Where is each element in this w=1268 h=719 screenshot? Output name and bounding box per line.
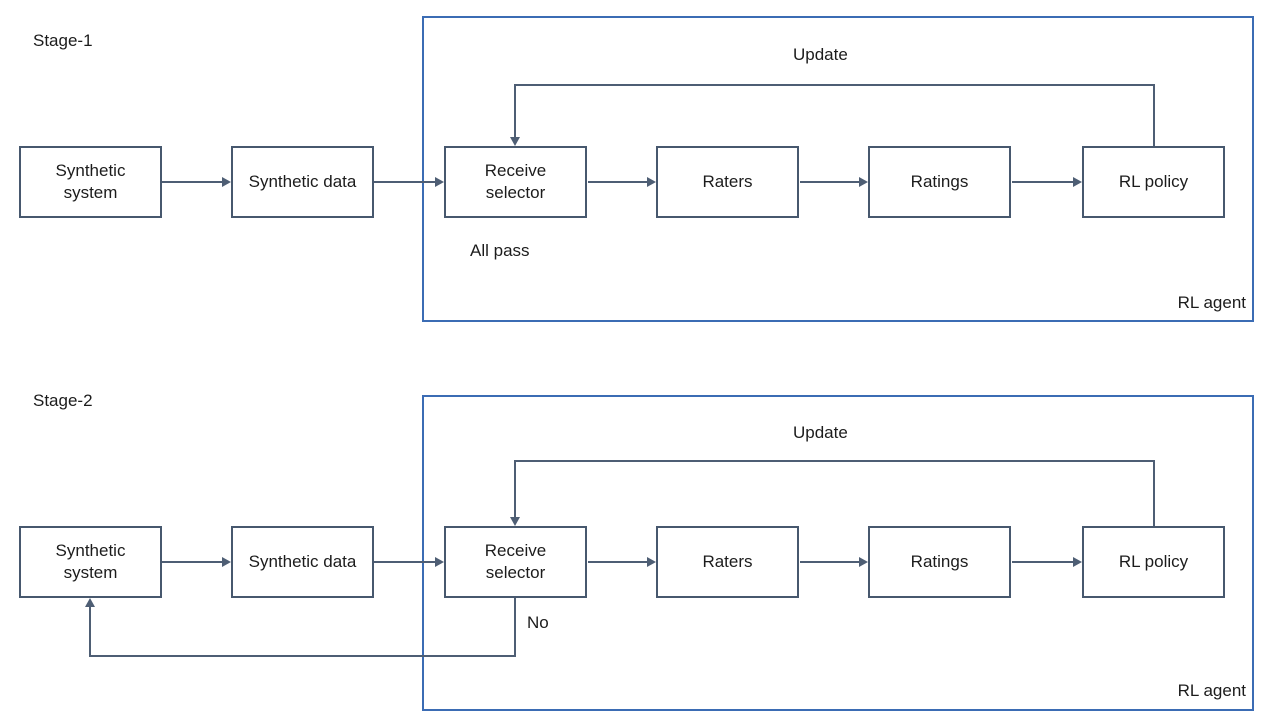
stage-2-rl-agent-boundary: [422, 395, 1254, 711]
stage-1-update-label: Update: [793, 45, 848, 64]
stage-2-node-rl-policy: RL policy: [1082, 526, 1225, 598]
stage-2-node-synthetic-data: Synthetic data: [231, 526, 374, 598]
stage-2-no-line-up-to-synthetic-system: [89, 607, 91, 657]
stage-1-arrowhead-receive-selector-icon: [435, 177, 444, 187]
stage-1-node-rl-policy-label: RL policy: [1118, 172, 1189, 192]
stage-2-node-synthetic-system: Synthetic system: [19, 526, 162, 598]
stage-2-label: Stage-2: [33, 391, 93, 410]
stage-2-node-receive-selector: Receive selector: [444, 526, 587, 598]
stage-2-node-synthetic-data-label: Synthetic data: [248, 552, 357, 572]
stage-2-node-rl-policy-label: RL policy: [1118, 552, 1189, 572]
stage-1-rl-agent-boundary: [422, 16, 1254, 322]
stage-2-arrow-receive-selector-to-raters: [588, 561, 647, 563]
stage-1-node-synthetic-data: Synthetic data: [231, 146, 374, 218]
stage-1-arrowhead-rl-policy-icon: [1073, 177, 1082, 187]
stage-2-arrow-raters-to-ratings: [800, 561, 859, 563]
stage-2-update-line-from-rl-policy: [1153, 460, 1155, 526]
stage-2-arrow-synthetic-system-to-synthetic-data: [162, 561, 222, 563]
stage-1-arrowhead-raters-icon: [647, 177, 656, 187]
stage-1-update-line-horizontal: [514, 84, 1155, 86]
stage-2-no-line-horizontal: [89, 655, 516, 657]
stage-1-node-receive-selector-label: Receive selector: [484, 161, 547, 202]
stage-1-node-raters-label: Raters: [702, 172, 753, 192]
stage-2-arrowhead-receive-selector-icon: [435, 557, 444, 567]
stage-1-node-raters: Raters: [656, 146, 799, 218]
stage-2-update-arrowhead-icon: [510, 517, 520, 526]
stage-2-update-line-to-receive-selector: [514, 460, 516, 517]
stage-1-label: Stage-1: [33, 31, 93, 50]
stage-2-arrowhead-ratings-icon: [859, 557, 868, 567]
stage-1-arrow-ratings-to-rl-policy: [1012, 181, 1073, 183]
stage-1-node-ratings-label: Ratings: [910, 172, 969, 192]
stage-1-branch-label: All pass: [470, 241, 530, 260]
stage-2-node-raters: Raters: [656, 526, 799, 598]
stage-1-arrow-receive-selector-to-raters: [588, 181, 647, 183]
stage-2-node-ratings: Ratings: [868, 526, 1011, 598]
stage-1-update-arrowhead-icon: [510, 137, 520, 146]
stage-2-branch-label: No: [527, 613, 549, 632]
stage-1-arrow-raters-to-ratings: [800, 181, 859, 183]
stage-2-node-ratings-label: Ratings: [910, 552, 969, 572]
stage-1-node-ratings: Ratings: [868, 146, 1011, 218]
stage-2-update-label: Update: [793, 423, 848, 442]
stage-2-arrow-synthetic-data-to-receive-selector: [374, 561, 435, 563]
stage-1-node-rl-policy: RL policy: [1082, 146, 1225, 218]
stage-2-update-line-horizontal: [514, 460, 1155, 462]
stage-1-arrow-synthetic-data-to-receive-selector: [374, 181, 435, 183]
stage-2-arrowhead-synthetic-data-icon: [222, 557, 231, 567]
stage-1-arrow-synthetic-system-to-synthetic-data: [162, 181, 222, 183]
stage-1-update-line-from-rl-policy: [1153, 84, 1155, 146]
stage-1-node-synthetic-data-label: Synthetic data: [248, 172, 357, 192]
stage-1-node-synthetic-system-label: Synthetic system: [55, 161, 126, 202]
stage-2-arrowhead-rl-policy-icon: [1073, 557, 1082, 567]
stage-2-arrowhead-raters-icon: [647, 557, 656, 567]
stage-1-node-synthetic-system: Synthetic system: [19, 146, 162, 218]
stage-1-arrowhead-synthetic-data-icon: [222, 177, 231, 187]
stage-2-node-synthetic-system-label: Synthetic system: [55, 541, 126, 582]
stage-2-node-raters-label: Raters: [702, 552, 753, 572]
stage-1-arrowhead-ratings-icon: [859, 177, 868, 187]
stage-2-no-line-down-from-receive-selector: [514, 598, 516, 657]
stage-2-no-arrowhead-icon: [85, 598, 95, 607]
stage-1-node-receive-selector: Receive selector: [444, 146, 587, 218]
stage-1-update-line-to-receive-selector: [514, 84, 516, 137]
stage-2-arrow-ratings-to-rl-policy: [1012, 561, 1073, 563]
stage-1-rl-agent-label: RL agent: [1177, 293, 1246, 312]
stage-2-rl-agent-label: RL agent: [1177, 681, 1246, 700]
stage-2-node-receive-selector-label: Receive selector: [484, 541, 547, 582]
